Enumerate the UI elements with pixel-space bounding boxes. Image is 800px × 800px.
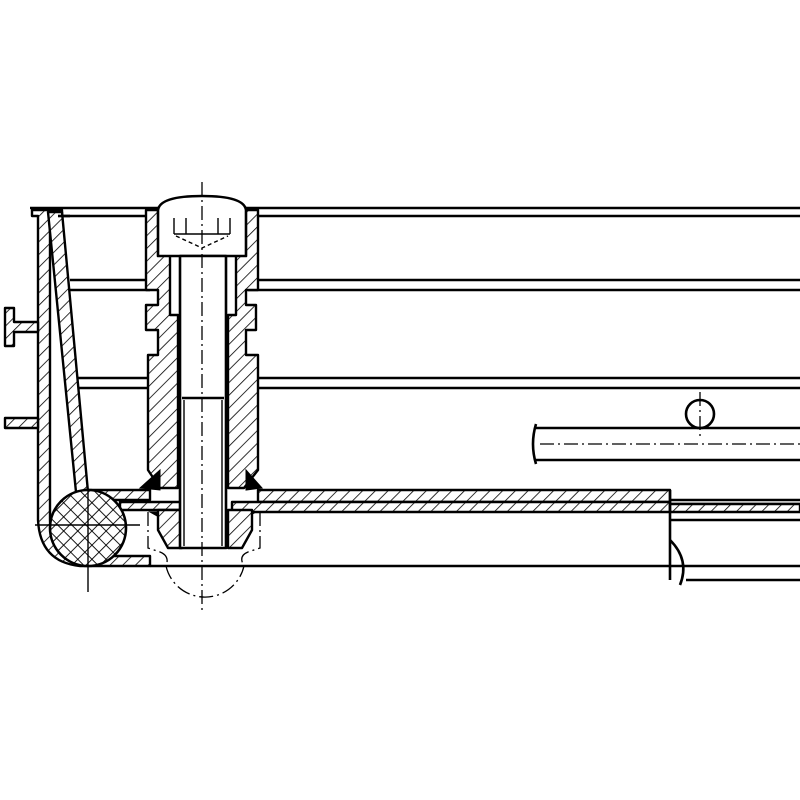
outer-wall [3,208,152,568]
hidden-outline [147,512,261,598]
flange [3,416,40,430]
bolt-sleeve [138,208,264,550]
nut-left [156,508,184,550]
handle-knob [3,306,40,348]
hex-socket-bolt [156,182,248,612]
round-seal [35,488,140,592]
guide-rail [531,392,800,465]
inner-tapered-wall [46,210,90,494]
nut-right [226,508,254,550]
horizontal-rails [30,206,800,390]
